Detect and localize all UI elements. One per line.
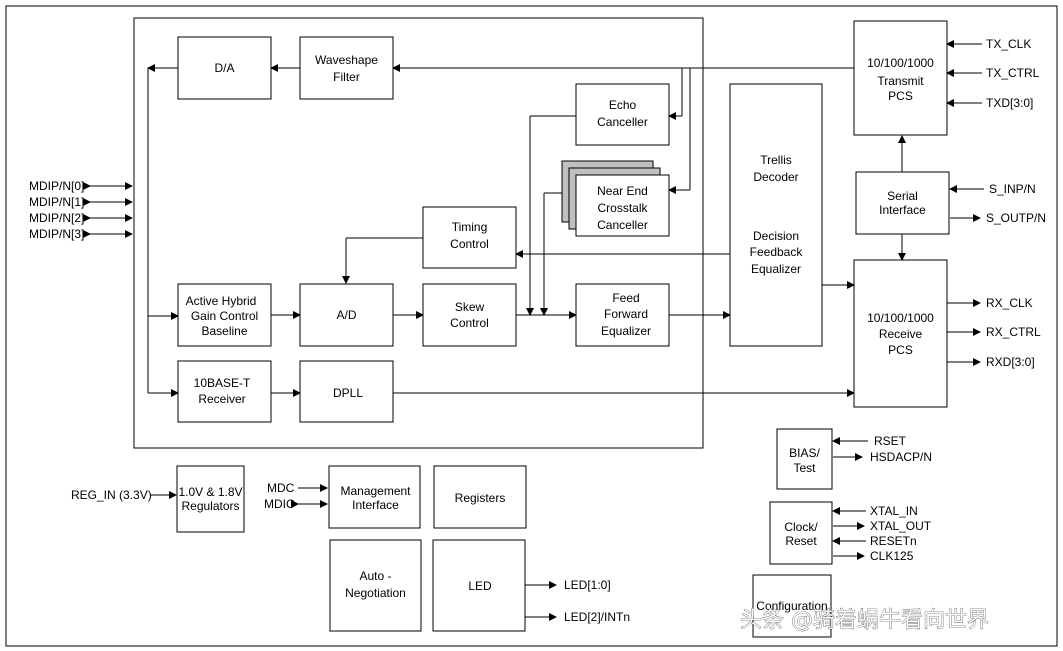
led-block: LED xyxy=(432,539,526,632)
rx-pcs-line-2: Receive xyxy=(879,327,923,341)
rx-pcs-block: 10/100/1000 Receive PCS xyxy=(853,259,948,408)
serial-interface-block: Serial Interface xyxy=(855,171,950,235)
timing-line-1: Timing xyxy=(452,220,488,234)
tx-clk-label: TX_CLK xyxy=(986,37,1031,51)
next-line-3: Canceller xyxy=(597,218,648,232)
waveshape-filter-block: Waveshape Filter xyxy=(299,36,394,100)
tx-pcs-block: 10/100/1000 Transmit PCS xyxy=(853,20,948,136)
mdip0-label: MDIP/N[0] xyxy=(29,179,84,193)
active-hybrid-block: Active Hybrid Gain Control Baseline xyxy=(177,283,272,347)
clock-line-1: Clock/ xyxy=(784,520,818,534)
mdip3-label: MDIP/N[3] xyxy=(29,227,84,241)
next-line-1: Near End xyxy=(597,184,648,198)
autoneg-line-1: Auto - xyxy=(359,569,391,583)
tx-ctrl-label: TX_CTRL xyxy=(986,66,1040,80)
registers-block: Registers xyxy=(433,465,527,529)
rxd-label: RXD[3:0] xyxy=(986,355,1035,369)
skew-line-1: Skew xyxy=(455,300,485,314)
regulators-block: 1.0V & 1.8V Regulators xyxy=(176,465,245,533)
mdio-label: MDIO xyxy=(264,497,295,511)
ffe-line-3: Equalizer xyxy=(601,324,651,338)
resetn-label: RESETn xyxy=(870,534,917,548)
rset-label: RSET xyxy=(874,434,907,448)
mdip2-label: MDIP/N[2] xyxy=(29,211,84,225)
waveshape-line-1: Waveshape xyxy=(315,53,378,67)
led-line-1: LED xyxy=(468,579,492,593)
skew-control-block: Skew Control xyxy=(422,283,517,347)
trellis-line-4: Decision xyxy=(753,229,799,243)
mdc-label: MDC xyxy=(267,481,295,495)
autoneg-line-2: Negotiation xyxy=(345,586,406,600)
echo-line-1: Echo xyxy=(609,98,637,112)
regulators-line-1: 1.0V & 1.8V xyxy=(178,485,242,499)
next-line-2: Crosstalk xyxy=(597,201,648,215)
tx-pcs-line-2: Transmit xyxy=(877,74,924,88)
dpll-block: DPLL xyxy=(299,360,394,423)
management-interface-block: Management Interface xyxy=(328,465,421,529)
reg-in-label: REG_IN (3.3V) xyxy=(71,488,152,502)
tenbase-line-2: Receiver xyxy=(198,392,245,406)
da-block: D/A xyxy=(177,36,272,100)
ffe-line-2: Forward xyxy=(604,307,648,321)
rx-clk-label: RX_CLK xyxy=(986,296,1033,310)
trellis-line-2: Decoder xyxy=(753,170,798,184)
timing-control-block: Timing Control xyxy=(422,206,517,269)
echo-canceller-block: Echo Canceller xyxy=(575,83,670,146)
ffe-line-1: Feed xyxy=(612,291,639,305)
skew-line-2: Control xyxy=(450,316,489,330)
hsdacp-label: HSDACP/N xyxy=(870,450,932,464)
watermark-text: 头条 @骑着蜗牛看向世界 xyxy=(740,608,989,633)
mgmt-line-2: Interface xyxy=(352,498,399,512)
trellis-line-1: Trellis xyxy=(760,153,792,167)
rx-pcs-line-3: PCS xyxy=(888,343,913,357)
tx-pcs-line-1: 10/100/1000 xyxy=(867,56,934,70)
led-2-intn-label: LED[2]/INTn xyxy=(564,610,630,624)
serial-line-2: Interface xyxy=(879,203,926,217)
dpll-line-1: DPLL xyxy=(333,386,363,400)
bias-test-block: BIAS/ Test xyxy=(776,428,833,490)
waveshape-line-2: Filter xyxy=(333,70,360,84)
analog-core-frame xyxy=(133,17,704,449)
echo-line-2: Canceller xyxy=(597,115,648,129)
clk125-label: CLK125 xyxy=(870,549,914,563)
serial-line-1: Serial xyxy=(887,189,918,203)
regulators-line-2: Regulators xyxy=(181,499,239,513)
clock-line-2: Reset xyxy=(785,534,817,548)
ad-line-1: A/D xyxy=(336,308,356,322)
next-canceller-block: Near End Crosstalk Canceller xyxy=(561,160,670,237)
timing-line-2: Control xyxy=(450,237,489,251)
txd-label: TXD[3:0] xyxy=(986,96,1033,110)
registers-line-1: Registers xyxy=(455,491,506,505)
xtal-out-label: XTAL_OUT xyxy=(870,519,932,533)
tenbase-line-1: 10BASE-T xyxy=(194,376,251,390)
ad-block: A/D xyxy=(299,283,394,347)
tenbase-t-receiver-block: 10BASE-T Receiver xyxy=(177,360,272,423)
mdip1-label: MDIP/N[1] xyxy=(29,195,84,209)
da-line-1: D/A xyxy=(214,61,234,75)
hybrid-line-2: Gain Control xyxy=(191,309,258,323)
trellis-decoder-block: Trellis Decoder Decision Feedback Equali… xyxy=(729,83,823,347)
clock-reset-block: Clock/ Reset xyxy=(769,501,833,565)
rx-pcs-line-1: 10/100/1000 xyxy=(867,311,934,325)
configuration-block: Configuration xyxy=(752,574,832,638)
led-1-0-label: LED[1:0] xyxy=(564,578,611,592)
s-inp-label: S_INP/N xyxy=(989,182,1036,196)
xtal-in-label: XTAL_IN xyxy=(870,504,918,518)
hybrid-line-3: Baseline xyxy=(201,324,247,338)
ffe-block: Feed Forward Equalizer xyxy=(575,283,670,347)
rx-ctrl-label: RX_CTRL xyxy=(986,325,1041,339)
mgmt-line-1: Management xyxy=(340,484,411,498)
bias-line-2: Test xyxy=(793,461,816,475)
trellis-line-5: Feedback xyxy=(750,245,804,259)
s-outp-label: S_OUTP/N xyxy=(986,211,1046,225)
auto-negotiation-block: Auto - Negotiation xyxy=(329,539,422,632)
config-line-1: Configuration xyxy=(756,599,827,613)
trellis-line-6: Equalizer xyxy=(751,262,801,276)
bias-line-1: BIAS/ xyxy=(789,446,820,460)
outer-frame xyxy=(5,5,1058,647)
hybrid-line-1: Active Hybrid xyxy=(186,294,257,308)
tx-pcs-line-3: PCS xyxy=(888,89,913,103)
